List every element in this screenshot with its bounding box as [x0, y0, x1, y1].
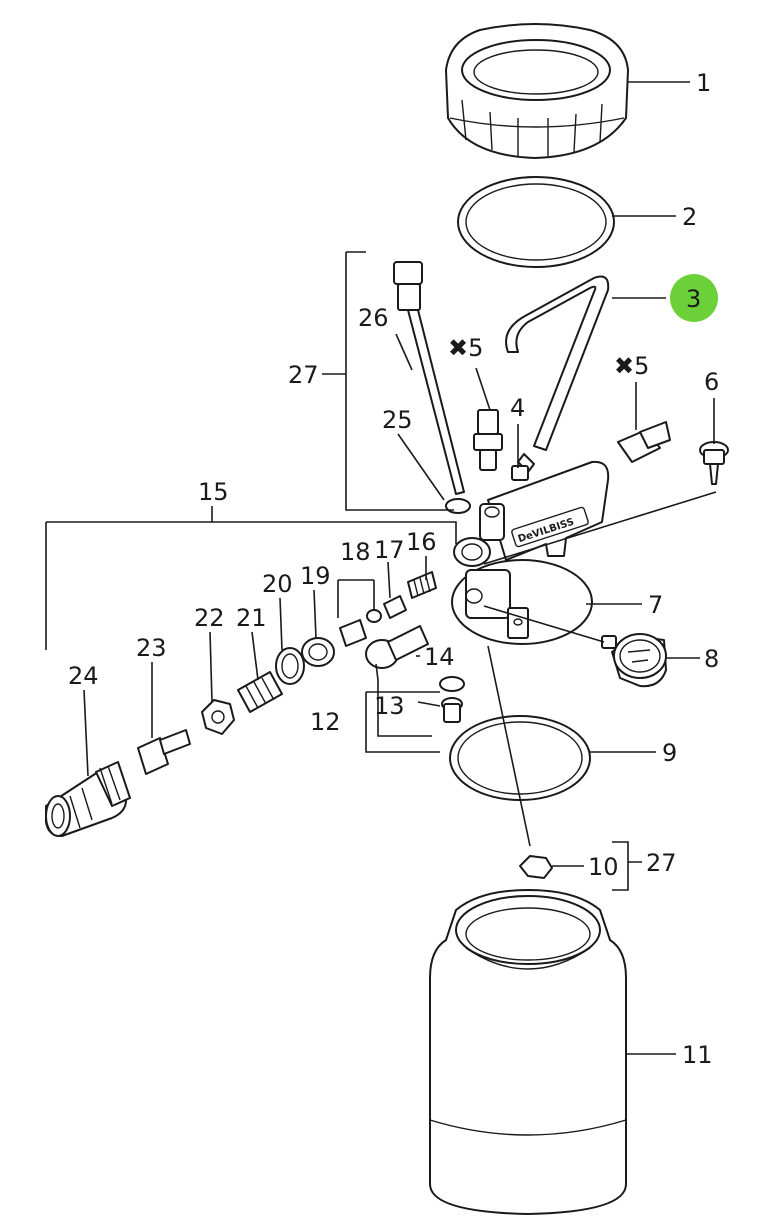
callout-9[interactable]: 9: [662, 739, 677, 767]
callout-12[interactable]: 12: [310, 708, 341, 736]
callout-24[interactable]: 24: [68, 662, 99, 690]
part-retaining-ring[interactable]: [445, 23, 629, 159]
part-valve-stem[interactable]: [365, 625, 429, 669]
callout-4[interactable]: 4: [510, 394, 525, 422]
callout-labels: 1 2 3 4 ✖5 ✖5 6 7 8 9 10 11 12 13 14 15 …: [68, 69, 719, 1069]
callout-23[interactable]: 23: [136, 634, 167, 662]
callout-11[interactable]: 11: [682, 1041, 713, 1069]
part-tube-oring[interactable]: [445, 498, 471, 514]
callout-18[interactable]: 18: [340, 538, 371, 566]
part-oring-13[interactable]: [439, 676, 465, 692]
part-spring-16[interactable]: [407, 571, 437, 599]
part-small-nut[interactable]: [511, 465, 529, 481]
callout-19[interactable]: 19: [300, 562, 331, 590]
part-oring-20[interactable]: [275, 647, 305, 685]
part-adjusting-screw[interactable]: [137, 729, 191, 775]
callout-27-upper[interactable]: 27: [288, 361, 319, 389]
part-fitting-left[interactable]: [473, 409, 503, 471]
callout-21[interactable]: 21: [236, 604, 267, 632]
part-hex-nut-22[interactable]: [201, 699, 235, 735]
part-gasket-bottom[interactable]: [449, 715, 591, 801]
part-handle[interactable]: [505, 275, 610, 473]
part-adjusting-knob[interactable]: [45, 761, 131, 837]
part-gasket-top[interactable]: [457, 176, 615, 268]
callout-3[interactable]: 3: [686, 285, 701, 313]
callout-25[interactable]: 25: [382, 406, 413, 434]
part-spring-21[interactable]: [237, 671, 283, 713]
callout-7[interactable]: 7: [648, 591, 663, 619]
callout-5-left[interactable]: ✖5: [448, 334, 483, 362]
part-washer-19[interactable]: [301, 637, 335, 667]
part-seat-18[interactable]: [339, 609, 382, 647]
callout-22[interactable]: 22: [194, 604, 225, 632]
callout-16[interactable]: 16: [406, 528, 437, 556]
part-pickup-tube[interactable]: [393, 261, 465, 495]
callout-27-lower[interactable]: 27: [646, 849, 677, 877]
part-pressure-gauge[interactable]: [601, 633, 667, 688]
callout-10[interactable]: 10: [588, 853, 619, 881]
leader-lines: [45, 81, 717, 1055]
highlight-circle: [670, 274, 718, 322]
callout-2[interactable]: 2: [682, 203, 697, 231]
callout-26[interactable]: 26: [358, 304, 389, 332]
part-hex-nut-10[interactable]: [519, 855, 553, 879]
callout-1[interactable]: 1: [696, 69, 711, 97]
callout-5-right[interactable]: ✖5: [614, 352, 649, 380]
part-safety-valve[interactable]: [699, 441, 729, 485]
part-valve-17[interactable]: [383, 595, 407, 619]
callout-17[interactable]: 17: [374, 536, 405, 564]
part-fitting-13[interactable]: [441, 697, 463, 723]
callout-20[interactable]: 20: [262, 570, 293, 598]
part-container[interactable]: [429, 889, 627, 1215]
part-regulator-body[interactable]: DeVILBISS: [453, 460, 610, 567]
callout-14[interactable]: 14: [424, 643, 455, 671]
callout-6[interactable]: 6: [704, 368, 719, 396]
callout-8[interactable]: 8: [704, 645, 719, 673]
callout-13[interactable]: 13: [374, 692, 405, 720]
callout-15[interactable]: 15: [198, 478, 229, 506]
part-fitting-right[interactable]: [617, 421, 671, 463]
